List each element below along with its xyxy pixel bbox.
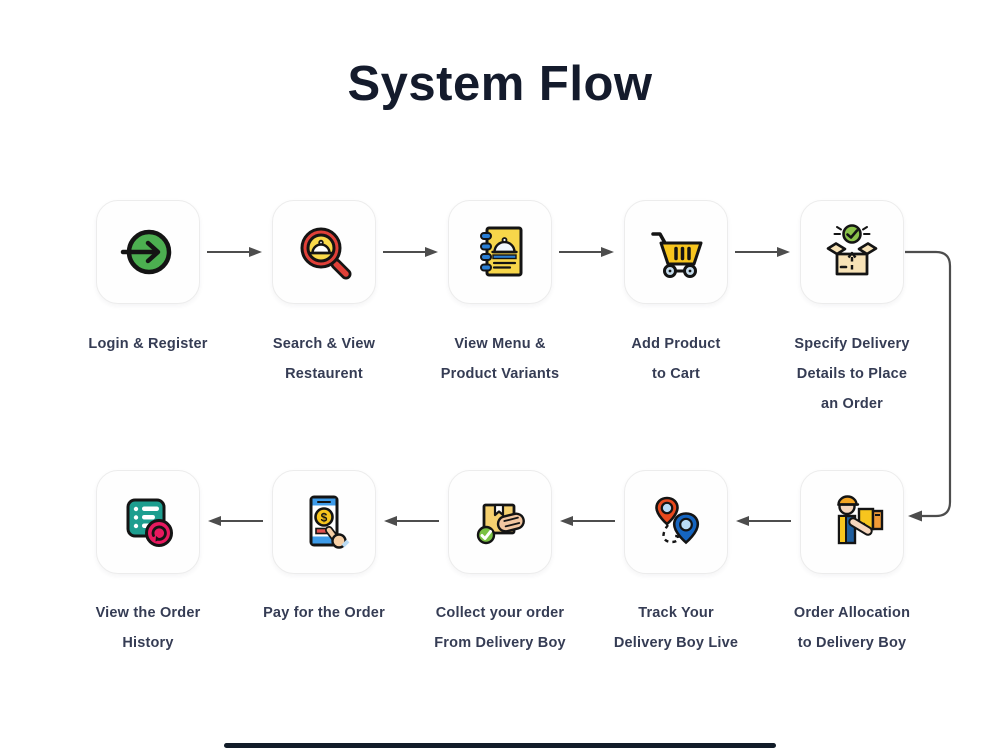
- svg-text:$: $: [321, 511, 328, 525]
- flow-arrow-left-4: [736, 516, 791, 526]
- delivery-boy-icon: [837, 495, 884, 545]
- step-card-pay-order: $: [272, 470, 376, 574]
- flow-arrow-right-3: [559, 247, 614, 257]
- flow-arrow-right-4: [735, 247, 790, 257]
- pay-phone-icon: $: [309, 495, 350, 549]
- step-label-collect-order: Collect your order From Delivery Boy: [434, 605, 566, 651]
- step-label-pay-order: Pay for the Order: [263, 605, 385, 621]
- menu-book-icon: [480, 226, 523, 277]
- place-order-box-icon: [826, 224, 878, 276]
- page-title: System Flow: [347, 57, 653, 111]
- step-label-view-menu: View Menu & Product Variants: [440, 336, 560, 382]
- home-indicator[interactable]: [224, 743, 776, 748]
- step-card-view-menu: [448, 200, 552, 304]
- collect-order-icon: [476, 503, 525, 545]
- step-label-order-history: View the Order History: [95, 605, 201, 651]
- step-card-add-to-cart: [624, 200, 728, 304]
- step-card-place-order: [800, 200, 904, 304]
- step-label-track-delivery: Track Your Delivery Boy Live: [613, 605, 739, 651]
- flow-arrow-left-2: [384, 516, 439, 526]
- step-card-track-delivery: [624, 470, 728, 574]
- track-location-icon: [655, 496, 700, 545]
- step-card-login: [96, 200, 200, 304]
- search-restaurant-icon: [300, 227, 352, 280]
- flow-arrow-left-1: [208, 516, 263, 526]
- step-label-place-order: Specify Delivery Details to Place an Ord…: [794, 336, 910, 412]
- flow-arrow-right-2: [383, 247, 438, 257]
- step-card-order-history: [96, 470, 200, 574]
- cart-icon: [651, 232, 703, 278]
- flow-arrow-right-1: [207, 247, 262, 257]
- flow-arrow-left-3: [560, 516, 615, 526]
- step-label-login: Login & Register: [88, 336, 208, 352]
- step-card-collect-order: [448, 470, 552, 574]
- step-card-order-allocation: [800, 470, 904, 574]
- step-label-order-allocation: Order Allocation to Delivery Boy: [793, 605, 911, 651]
- login-icon: [120, 229, 172, 275]
- step-label-add-to-cart: Add Product to Cart: [631, 336, 721, 382]
- step-card-search-restaurant: [272, 200, 376, 304]
- order-history-icon: [126, 498, 173, 547]
- step-label-search-restaurant: Search & View Restaurent: [272, 336, 376, 382]
